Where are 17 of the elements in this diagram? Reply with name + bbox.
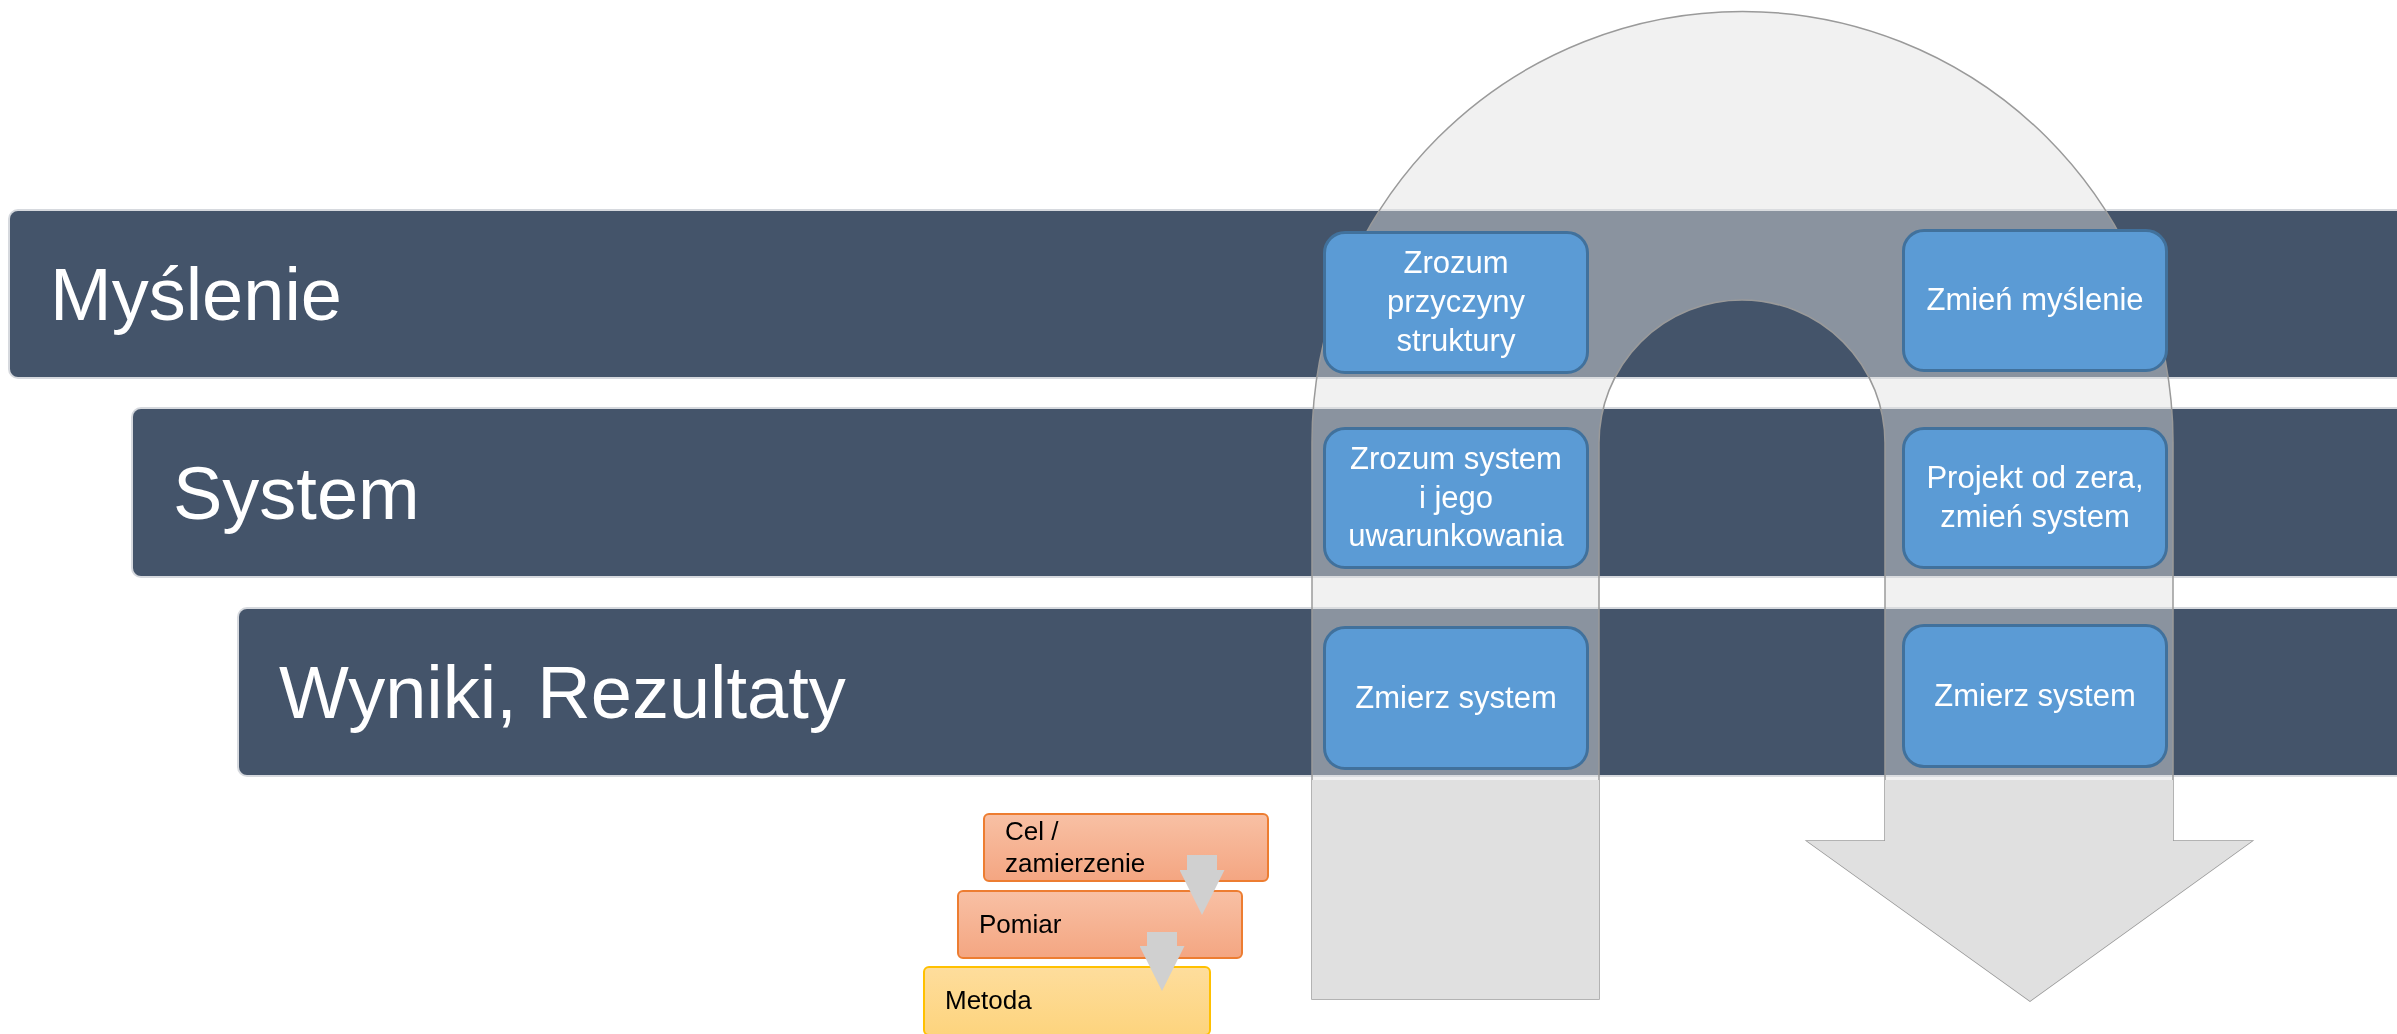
band [237, 607, 2397, 777]
arrow [1179, 855, 1225, 915]
band [8, 209, 2397, 379]
step-box: Zrozum system i jego uwarunkowania [1323, 427, 1589, 569]
measure-box: Pomiar [957, 890, 1243, 959]
band-label: System [173, 450, 420, 535]
step-box: Projekt od zera, zmień system [1902, 427, 2168, 569]
arrow [1139, 932, 1185, 991]
step-box: Zmień myślenie [1902, 229, 2168, 372]
step-box: Zrozum przyczyny struktury [1323, 231, 1589, 374]
method-box: Metoda [923, 966, 1211, 1034]
step-box: Zmierz system [1902, 624, 2168, 768]
step-box: Zmierz system [1323, 626, 1589, 770]
goal-box: Cel / zamierzenie [983, 813, 1269, 882]
band [131, 407, 2397, 578]
band-label: Wyniki, Rezultaty [279, 649, 846, 735]
band-label: Myślenie [50, 251, 342, 337]
